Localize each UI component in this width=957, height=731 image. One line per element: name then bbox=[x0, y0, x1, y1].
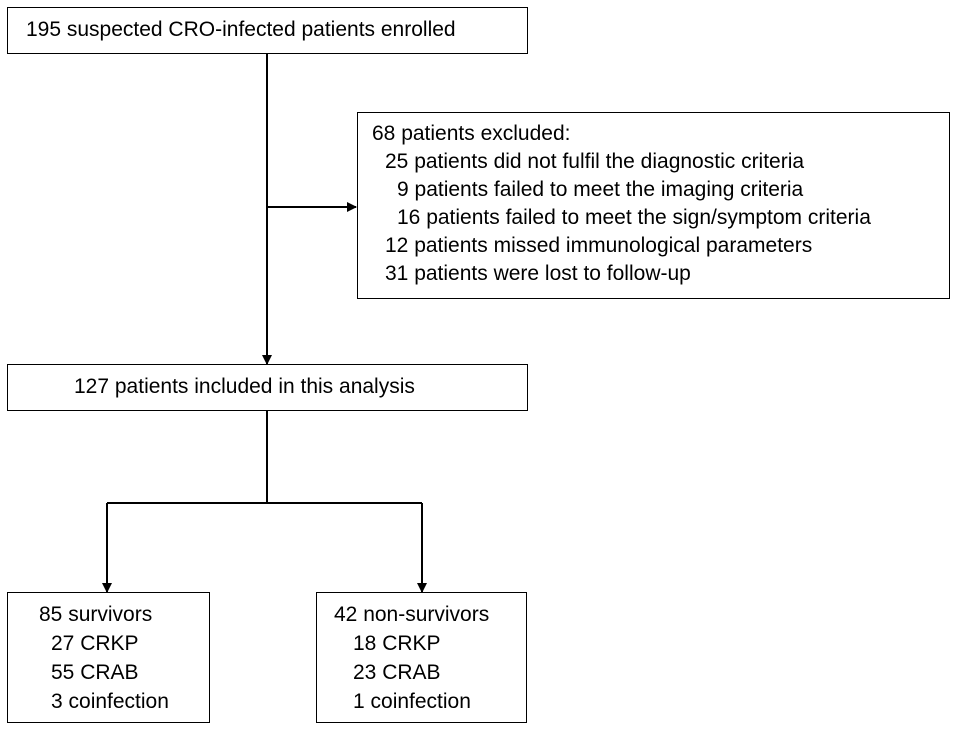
enrolled-box: 195 suspected CRO-infected patients enro… bbox=[7, 7, 528, 54]
excluded-item: 12 patients missed immunological paramet… bbox=[385, 234, 813, 257]
excluded-subitem: 16 patients failed to meet the sign/symp… bbox=[397, 206, 871, 229]
excluded-title: 68 patients excluded: bbox=[372, 122, 571, 145]
enrolled-text: 195 suspected CRO-infected patients enro… bbox=[26, 18, 456, 41]
non-survivors-box: 42 non-survivors 18 CRKP 23 CRAB 1 coinf… bbox=[316, 592, 527, 723]
included-box: 127 patients included in this analysis bbox=[7, 364, 528, 411]
survivors-item: 55 CRAB bbox=[51, 661, 139, 684]
survivors-item: 27 CRKP bbox=[51, 632, 139, 655]
non-survivors-item: 23 CRAB bbox=[353, 661, 441, 684]
non-survivors-item: 1 coinfection bbox=[353, 690, 471, 713]
excluded-item: 25 patients did not fulfil the diagnosti… bbox=[385, 150, 805, 173]
survivors-item: 3 coinfection bbox=[51, 690, 169, 713]
excluded-item: 31 patients were lost to follow-up bbox=[385, 262, 691, 285]
survivors-box: 85 survivors 27 CRKP 55 CRAB 3 coinfecti… bbox=[7, 592, 210, 723]
survivors-title: 85 survivors bbox=[39, 603, 153, 626]
excluded-subitem: 9 patients failed to meet the imaging cr… bbox=[397, 178, 804, 201]
non-survivors-item: 18 CRKP bbox=[353, 632, 441, 655]
excluded-box: 68 patients excluded: 25 patients did no… bbox=[357, 112, 950, 299]
included-text: 127 patients included in this analysis bbox=[74, 375, 415, 398]
non-survivors-title: 42 non-survivors bbox=[334, 603, 490, 626]
